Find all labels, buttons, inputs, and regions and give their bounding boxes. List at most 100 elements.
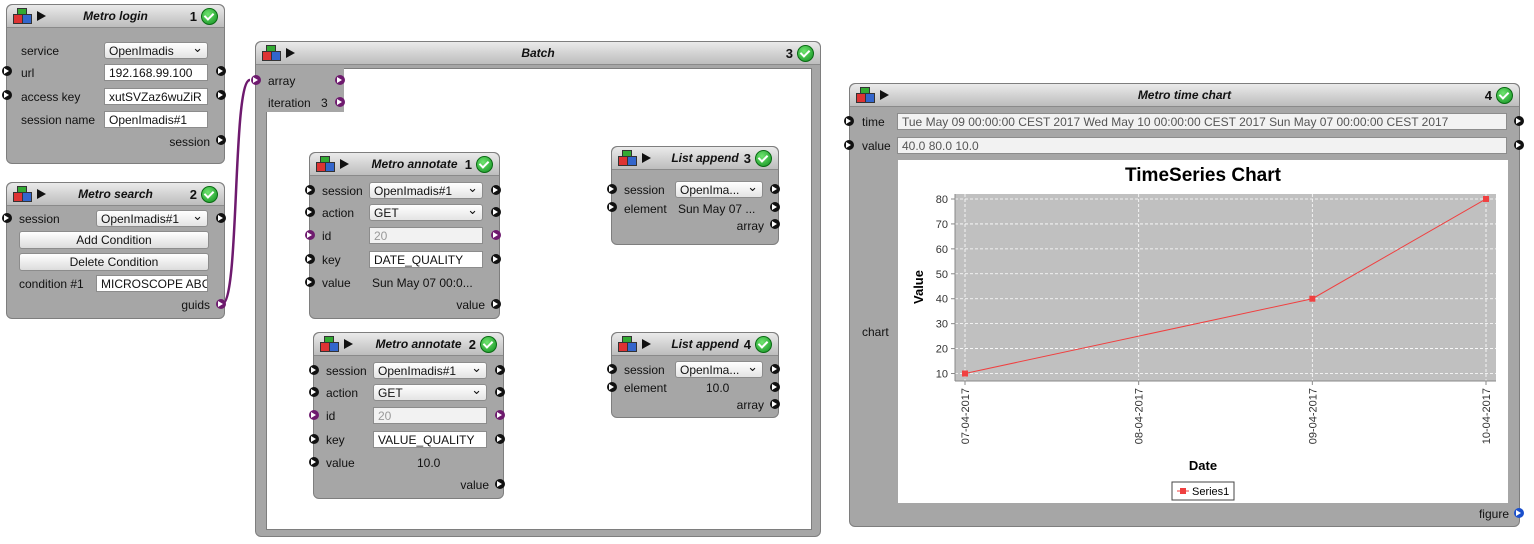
append4-session-out-port[interactable]: [770, 364, 780, 374]
metro-annotate-1-node[interactable]: Metro annotate 1 session OpenImadis#1 ac…: [309, 152, 500, 319]
append3-session-in-port[interactable]: [607, 184, 617, 194]
session-name-field[interactable]: OpenImadis#1: [104, 111, 208, 128]
metro-annotate-2-header[interactable]: Metro annotate 2: [314, 333, 503, 356]
annotate1-key-in-port[interactable]: [305, 254, 315, 264]
session-select[interactable]: OpenIma...: [675, 181, 763, 198]
batch-iteration-out-port[interactable]: [335, 97, 345, 107]
condition-label: condition #1: [19, 277, 84, 291]
login-session-out-port[interactable]: [216, 135, 226, 145]
annotate1-action-in-port[interactable]: [305, 207, 315, 217]
condition-field[interactable]: MICROSCOPE ABC: [96, 275, 208, 292]
annotate2-key-in-port[interactable]: [309, 434, 319, 444]
play-icon[interactable]: [340, 159, 349, 169]
annotate2-action-in-port[interactable]: [309, 387, 319, 397]
metro-login-node[interactable]: Metro login 1 service OpenImadis url 192…: [6, 4, 225, 164]
annotate2-key-out-port[interactable]: [495, 434, 505, 444]
annotate2-session-out-port[interactable]: [495, 365, 505, 375]
play-icon[interactable]: [286, 48, 295, 58]
time-field[interactable]: Tue May 09 00:00:00 CEST 2017 Wed May 10…: [897, 113, 1507, 130]
timechart-value-in-port[interactable]: [844, 140, 854, 150]
append4-element-in-port[interactable]: [607, 382, 617, 392]
session-select[interactable]: OpenIma...: [675, 361, 763, 378]
delete-condition-button[interactable]: Delete Condition: [19, 253, 209, 271]
status-ok-icon: [755, 150, 772, 167]
annotate1-session-in-port[interactable]: [305, 185, 315, 195]
timechart-value-out-port[interactable]: [1514, 140, 1524, 150]
search-guids-out-port[interactable]: [216, 299, 226, 309]
node-number: 2: [189, 187, 197, 202]
play-icon[interactable]: [642, 339, 651, 349]
append4-array-out-port[interactable]: [770, 399, 780, 409]
play-icon[interactable]: [880, 90, 889, 100]
append3-session-out-port[interactable]: [770, 184, 780, 194]
value-field[interactable]: 40.0 80.0 10.0: [897, 137, 1507, 154]
play-icon[interactable]: [37, 189, 46, 199]
timechart-figure-out-port[interactable]: [1514, 508, 1524, 518]
annotate2-value-out-port[interactable]: [495, 479, 505, 489]
annotate1-id-out-port[interactable]: [491, 230, 501, 240]
legend-label: Series1: [1192, 486, 1229, 498]
add-condition-button[interactable]: Add Condition: [19, 231, 209, 249]
access-key-field[interactable]: xutSVZaz6wuZiR: [104, 88, 208, 105]
metro-search-node[interactable]: Metro search 2 session OpenImadis#1 Add …: [6, 182, 225, 319]
node-title: Metro search: [78, 187, 153, 201]
metro-login-header[interactable]: Metro login 1: [7, 5, 224, 28]
append3-element-out-port[interactable]: [770, 202, 780, 212]
login-access-key-in-port[interactable]: [2, 90, 12, 100]
list-append-4-node[interactable]: List append 4 session OpenIma... element…: [611, 332, 779, 418]
element-label: element: [624, 202, 667, 216]
list-append-4-header[interactable]: List append 4: [612, 333, 778, 356]
metro-annotate-2-node[interactable]: Metro annotate 2 session OpenImadis#1 ac…: [313, 332, 504, 499]
annotate1-value-in-port[interactable]: [305, 277, 315, 287]
batch-array-in-port[interactable]: [251, 75, 261, 85]
play-icon[interactable]: [37, 11, 46, 21]
annotate1-value-out-port[interactable]: [491, 299, 501, 309]
append3-array-out-port[interactable]: [770, 219, 780, 229]
metro-time-chart-header[interactable]: Metro time chart 4: [850, 84, 1519, 107]
key-field[interactable]: VALUE_QUALITY: [373, 431, 487, 448]
search-session-out-port[interactable]: [216, 213, 226, 223]
append4-element-out-port[interactable]: [770, 382, 780, 392]
metro-search-header[interactable]: Metro search 2: [7, 183, 224, 206]
login-url-in-port[interactable]: [2, 66, 12, 76]
append4-session-in-port[interactable]: [607, 364, 617, 374]
append3-element-in-port[interactable]: [607, 202, 617, 212]
list-append-3-node[interactable]: List append 3 session OpenIma... element…: [611, 146, 779, 245]
service-select[interactable]: OpenImadis: [104, 42, 208, 59]
search-session-in-port[interactable]: [2, 213, 12, 223]
batch-array-out-port[interactable]: [335, 75, 345, 85]
timechart-time-in-port[interactable]: [844, 116, 854, 126]
login-access-key-out-port[interactable]: [216, 90, 226, 100]
play-icon[interactable]: [642, 153, 651, 163]
annotate2-action-out-port[interactable]: [495, 387, 505, 397]
session-select[interactable]: OpenImadis#1: [369, 182, 483, 199]
annotate2-id-out-port[interactable]: [495, 410, 505, 420]
batch-header[interactable]: Batch 3: [256, 42, 820, 65]
id-field[interactable]: 20: [373, 407, 487, 424]
annotate1-session-out-port[interactable]: [491, 185, 501, 195]
y-tick-label: 50: [936, 269, 948, 281]
timechart-time-out-port[interactable]: [1514, 116, 1524, 126]
x-tick-label: 08-04-2017: [1134, 388, 1146, 444]
annotate2-id-in-port[interactable]: [309, 410, 319, 420]
metro-time-chart-node[interactable]: Metro time chart 4 time Tue May 09 00:00…: [849, 83, 1520, 527]
login-url-out-port[interactable]: [216, 66, 226, 76]
node-title: Metro login: [83, 9, 148, 23]
annotate1-key-out-port[interactable]: [491, 254, 501, 264]
action-select[interactable]: GET: [369, 204, 483, 221]
list-append-3-header[interactable]: List append 3: [612, 147, 778, 170]
id-field[interactable]: 20: [369, 227, 483, 244]
url-field[interactable]: 192.168.99.100: [104, 64, 208, 81]
key-field[interactable]: DATE_QUALITY: [369, 251, 483, 268]
session-select[interactable]: OpenImadis#1: [373, 362, 487, 379]
x-axis-label: Date: [1189, 458, 1217, 473]
action-select[interactable]: GET: [373, 384, 487, 401]
node-number: 2: [468, 337, 476, 352]
annotate2-value-in-port[interactable]: [309, 457, 319, 467]
annotate2-session-in-port[interactable]: [309, 365, 319, 375]
metro-annotate-1-header[interactable]: Metro annotate 1: [310, 153, 499, 176]
annotate1-id-in-port[interactable]: [305, 230, 315, 240]
play-icon[interactable]: [344, 339, 353, 349]
annotate1-action-out-port[interactable]: [491, 207, 501, 217]
session-select[interactable]: OpenImadis#1: [96, 210, 208, 227]
